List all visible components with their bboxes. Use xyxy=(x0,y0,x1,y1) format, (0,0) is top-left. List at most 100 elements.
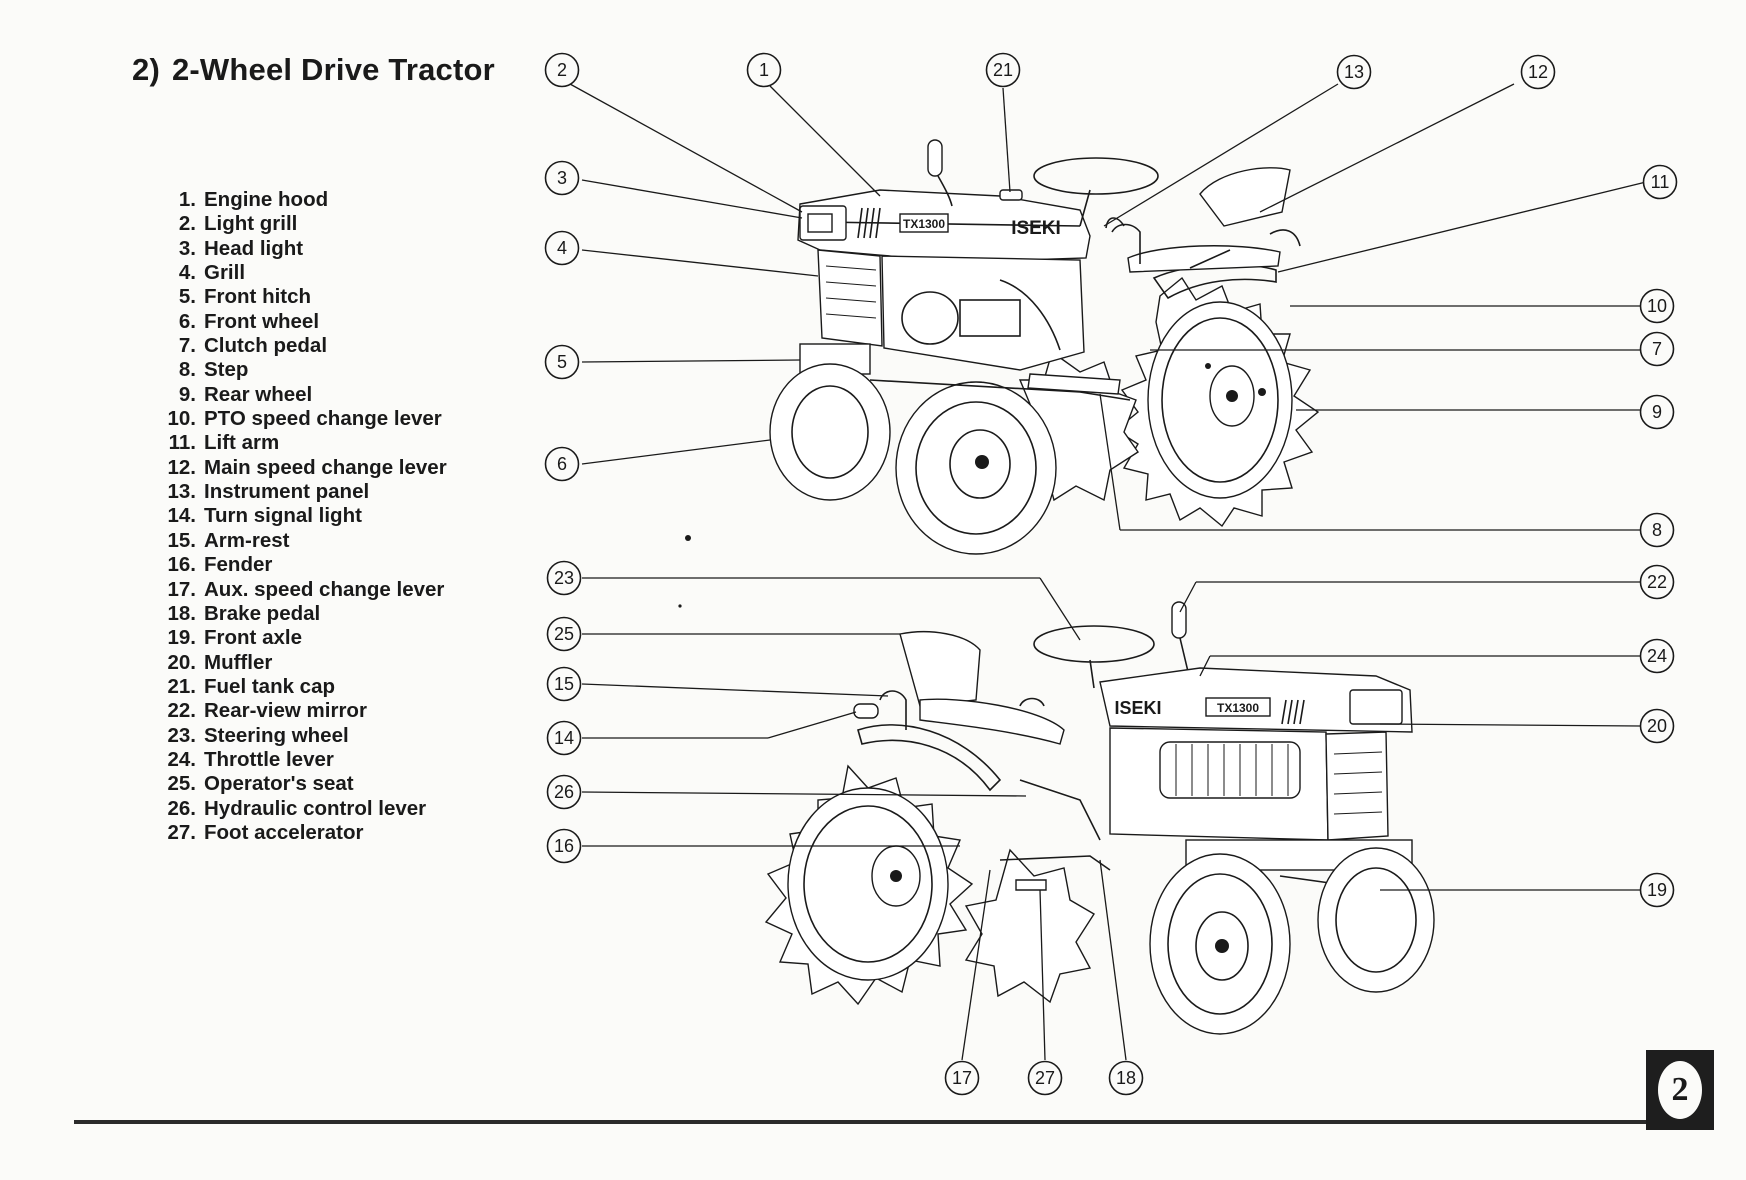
part-number: 11. xyxy=(168,431,196,455)
callout-6: 6 xyxy=(544,446,580,482)
parts-list-item: 15.Arm-rest xyxy=(150,529,447,553)
callout-12: 12 xyxy=(1520,54,1556,90)
hydraulic-lever-drawing xyxy=(1019,779,1101,841)
part-label: Instrument panel xyxy=(204,480,370,504)
model-badge-text-front: TX1300 xyxy=(903,217,945,231)
callout-15: 15 xyxy=(546,666,582,702)
parts-list-item: 13. Instrument panel xyxy=(150,480,447,504)
parts-list-item: 25.Operator's seat xyxy=(150,772,447,796)
callout-3: 3 xyxy=(544,160,580,196)
foot-accelerator-drawing xyxy=(1015,879,1047,891)
svg-text:21: 21 xyxy=(993,60,1013,80)
part-number: 8. xyxy=(178,358,196,382)
svg-text:15: 15 xyxy=(554,674,574,694)
part-label: Light grill xyxy=(204,212,298,236)
parts-list-item: 20.Muffler xyxy=(150,651,447,675)
turn-signal-drawing xyxy=(853,703,879,719)
svg-text:24: 24 xyxy=(1647,646,1667,666)
part-label: Operator's seat xyxy=(204,772,354,796)
fuel-tank-cap-drawing xyxy=(999,189,1023,201)
svg-text:12: 12 xyxy=(1528,62,1548,82)
part-number: 13. xyxy=(167,480,197,504)
part-number: 5. xyxy=(178,285,196,309)
svg-text:26: 26 xyxy=(554,782,574,802)
svg-text:8: 8 xyxy=(1652,520,1662,540)
svg-text:1: 1 xyxy=(759,60,769,80)
callout-17: 17 xyxy=(944,1060,980,1096)
light-grill-lower-drawing xyxy=(1349,689,1403,725)
part-number: 23. xyxy=(167,723,197,747)
parts-list-item: 11.Lift arm xyxy=(150,431,447,455)
callout-14: 14 xyxy=(546,720,582,756)
parts-list-item: 5.Front hitch xyxy=(150,285,447,309)
tractor-rear-view: ISEKI TX1300 xyxy=(764,601,1435,1035)
svg-text:19: 19 xyxy=(1647,880,1667,900)
callout-1: 1 xyxy=(746,52,782,88)
part-label: Rear wheel xyxy=(204,382,313,406)
svg-text:2: 2 xyxy=(557,60,567,80)
part-label: Fuel tank cap xyxy=(204,674,336,698)
callout-18: 18 xyxy=(1108,1060,1144,1096)
step-drawing xyxy=(1027,373,1121,395)
parts-list-item: 21. Fuel tank cap xyxy=(150,675,447,699)
fender-drawing xyxy=(857,724,1002,792)
engine-hood-drawing: TX1300 ISEKI xyxy=(797,189,1091,263)
parts-list-item: 9.Rear wheel xyxy=(150,383,447,407)
svg-text:6: 6 xyxy=(557,454,567,474)
rear-wheel-right-drawing xyxy=(964,848,1095,1004)
part-number: 1. xyxy=(178,188,196,211)
part-number: 16. xyxy=(167,553,197,577)
part-number: 20. xyxy=(167,650,197,674)
hood-stripes-rear xyxy=(1281,699,1305,725)
svg-text:3: 3 xyxy=(557,168,567,188)
rear-view-mirror-drawing xyxy=(927,139,943,177)
parts-list-item: 24.Throttle lever xyxy=(150,748,447,772)
part-label: Head light xyxy=(204,236,304,260)
svg-text:25: 25 xyxy=(554,624,574,644)
front-wheel-lower-drawing xyxy=(1149,847,1435,1035)
callout-21: 21 xyxy=(985,52,1021,88)
part-number: 3. xyxy=(178,236,196,260)
lift-arm-drawing xyxy=(1189,249,1231,269)
callout-4: 4 xyxy=(544,230,580,266)
svg-text:27: 27 xyxy=(1035,1068,1055,1088)
footer-rule xyxy=(74,1120,1714,1124)
tractor-front-view: TX1300 ISEKI xyxy=(769,139,1320,555)
part-number: 6. xyxy=(178,309,196,333)
brand-badge-text-rear: ISEKI xyxy=(1114,698,1161,718)
section-title: 2)2-Wheel Drive Tractor xyxy=(132,52,495,88)
callout-23: 23 xyxy=(546,560,582,596)
parts-list-item: 16. Fender xyxy=(150,553,447,577)
callout-10: 10 xyxy=(1639,288,1675,324)
part-label: Brake pedal xyxy=(204,601,321,625)
svg-text:13: 13 xyxy=(1344,62,1364,82)
parts-list-item: 10.PTO speed change lever xyxy=(150,407,447,431)
part-label: Grill xyxy=(204,261,246,285)
parts-list-item: 23.Steering wheel xyxy=(150,724,447,748)
part-label: Hydraulic control lever xyxy=(204,796,427,820)
model-badge-text-rear: TX1300 xyxy=(1217,701,1259,715)
callout-22: 22 xyxy=(1639,564,1675,600)
grill-lower-drawing xyxy=(1325,731,1389,841)
part-number: 24. xyxy=(167,747,197,771)
part-label: Fender xyxy=(204,553,273,577)
front-wheel-drawing xyxy=(769,363,1057,555)
svg-text:16: 16 xyxy=(554,836,574,856)
part-number: 18. xyxy=(167,601,197,625)
rear-wheel-left-lower-drawing xyxy=(764,764,974,1006)
operator-seat-lower-drawing xyxy=(879,631,1065,745)
operator-seat-drawing xyxy=(1111,167,1301,273)
parts-list-item: 17.Aux. speed change lever xyxy=(150,578,447,602)
part-number: 19. xyxy=(167,626,197,650)
part-label: Rear-view mirror xyxy=(204,699,367,723)
parts-list-item: 8.Step xyxy=(150,358,447,382)
model-badge-front xyxy=(899,213,949,233)
part-number: 10. xyxy=(167,407,197,431)
parts-list-item: 4.Grill xyxy=(150,261,447,285)
part-number: 14. xyxy=(167,504,197,528)
part-number: 17. xyxy=(167,577,197,601)
part-label: Front axle xyxy=(204,626,302,650)
arm-rest-drawing xyxy=(879,690,907,730)
part-number: 21. xyxy=(167,674,197,698)
